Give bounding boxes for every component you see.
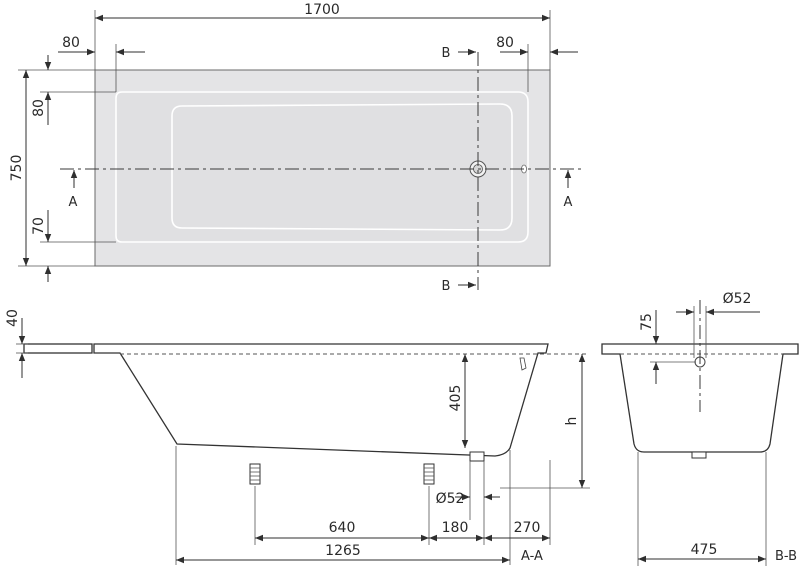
rim-left [23,343,93,354]
tub-basin [171,103,513,231]
section-label-b-top: B [442,46,451,61]
section-label-bb: B-B [775,549,797,564]
drain-pipe [469,451,485,462]
dimension-rim-right: 80 [496,35,514,51]
dimension-end-offset: 270 [514,520,541,536]
section-label-a-left: A [69,195,78,210]
tub-profile-aa [93,343,549,457]
section-label-aa: A-A [521,549,543,564]
overflow-hole-aa [519,357,527,371]
dimension-height: h [564,417,580,426]
dimension-foot-total: 1265 [325,543,361,559]
dimension-overflow-offset: 75 [639,313,655,331]
dimension-width: 750 [9,155,25,182]
dimension-length: 1700 [304,2,340,18]
dimension-depth: 405 [448,385,464,412]
drain-pipe-bb [691,451,707,459]
plan-view: 1700 80 80 750 80 70 A A B B [9,2,582,294]
section-label-b-bottom: B [442,279,451,294]
section-label-a-right: A [564,195,573,210]
section-b-b: Ø52 75 475 B-B [601,291,799,566]
section-a-a: 40 405 h Ø52 640 180 270 1265 A-A [5,309,590,565]
foot-left [249,463,261,485]
dimension-drain-diameter: Ø52 [436,491,465,507]
tub-profile-bb [601,343,799,453]
dimension-rim-bottom: 70 [31,217,47,235]
dimension-bottom-width: 475 [691,542,718,558]
dimension-rim-left: 80 [62,35,80,51]
dimension-drain-offset: 180 [442,520,469,536]
foot-right [423,463,435,485]
dimension-rim-top: 80 [31,99,47,117]
dimension-rim-thickness: 40 [5,309,21,327]
dimension-overflow-diameter: Ø52 [723,291,752,307]
dimension-foot-spacing: 640 [329,520,356,536]
